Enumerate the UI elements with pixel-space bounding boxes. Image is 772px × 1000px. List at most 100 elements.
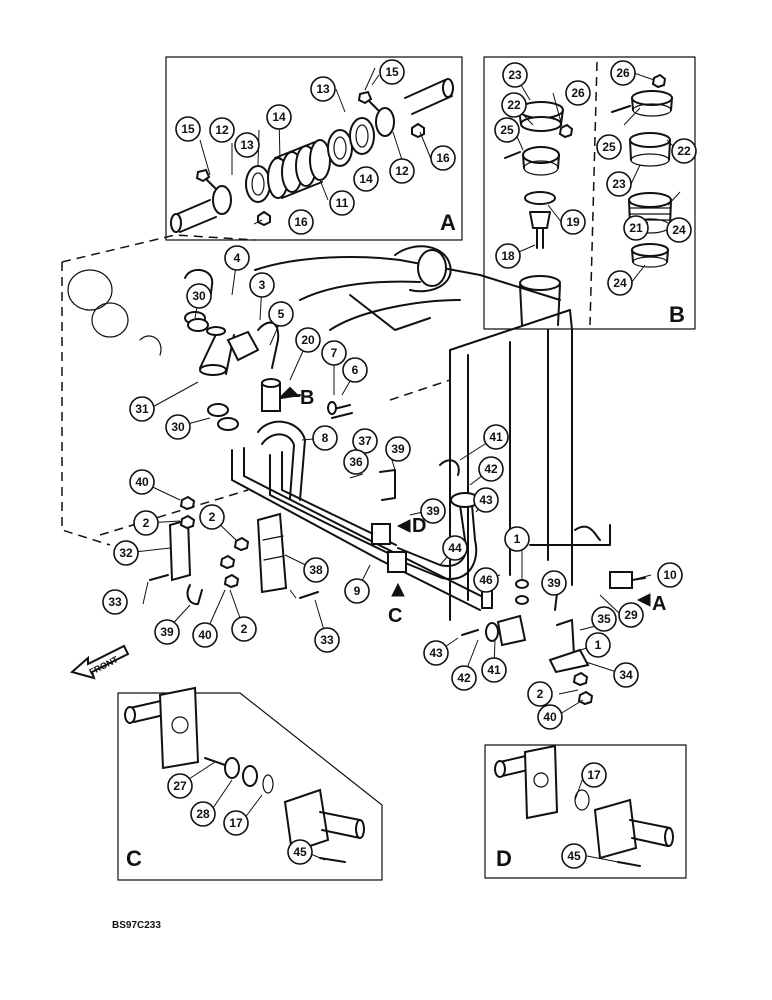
callout-number: 43 (479, 493, 493, 507)
callout-number: 24 (613, 276, 627, 290)
part-callout-24: 24 (666, 217, 692, 243)
callout-circle (379, 59, 405, 85)
callout-number: 46 (479, 573, 493, 587)
part-callout-27: 27 (167, 773, 193, 799)
callout-circle (494, 117, 520, 143)
part-callout-2: 2 (199, 504, 225, 530)
callout-circle (310, 76, 336, 102)
callout-number: 39 (547, 576, 561, 590)
part-callout-9: 9 (344, 578, 370, 604)
part-callout-41: 41 (481, 657, 507, 683)
part-callout-13: 13 (310, 76, 336, 102)
part-callout-16: 16 (430, 145, 456, 171)
part-callout-40: 40 (537, 704, 563, 730)
callout-circle (596, 134, 622, 160)
part-callout-41: 41 (483, 424, 509, 450)
callout-circle (591, 606, 617, 632)
callout-circle (442, 535, 468, 561)
part-callout-34: 34 (613, 662, 639, 688)
callout-circle (607, 270, 633, 296)
callout-number: 24 (672, 223, 686, 237)
part-callout-3: 3 (249, 272, 275, 298)
callout-number: 20 (301, 333, 315, 347)
callout-circle (266, 104, 292, 130)
callout-number: 2 (209, 510, 216, 524)
callout-number: 39 (391, 442, 405, 456)
callout-number: 41 (489, 430, 503, 444)
callout-number: 40 (543, 710, 557, 724)
part-callout-13: 13 (234, 132, 260, 158)
callout-circle (342, 357, 368, 383)
callout-circle (478, 456, 504, 482)
callout-circle (451, 665, 477, 691)
part-callout-39: 39 (385, 436, 411, 462)
leader-lines (125, 67, 681, 863)
callout-number: 2 (241, 622, 248, 636)
view-c-letter: C (126, 846, 142, 871)
callout-number: 33 (108, 595, 122, 609)
callout-circle (353, 166, 379, 192)
callout-circle (618, 602, 644, 628)
callout-number: 40 (135, 475, 149, 489)
part-callout-1: 1 (504, 526, 530, 552)
part-callout-35: 35 (591, 606, 617, 632)
callout-number: 2 (537, 687, 544, 701)
part-callout-15: 15 (175, 116, 201, 142)
callout-number: 35 (597, 612, 611, 626)
part-callout-45: 45 (561, 843, 587, 869)
callout-circle (389, 158, 415, 184)
part-callout-25: 25 (596, 134, 622, 160)
view-a-arrow-letter: A (652, 593, 666, 615)
part-callout-26: 26 (610, 60, 636, 86)
callout-number: 31 (135, 402, 149, 416)
callout-circle (129, 396, 155, 422)
callout-number: 45 (567, 849, 581, 863)
view-b-letter: B (669, 302, 685, 327)
callout-circle (209, 117, 235, 143)
callout-circle (613, 662, 639, 688)
part-callout-16: 16 (288, 209, 314, 235)
part-callout-39: 39 (154, 619, 180, 645)
callout-circle (501, 92, 527, 118)
callout-number: 32 (119, 546, 133, 560)
part-callout-29: 29 (618, 602, 644, 628)
callout-number: 23 (508, 68, 522, 82)
callout-number: 12 (395, 164, 409, 178)
callout-number: 1 (595, 638, 602, 652)
part-callout-2: 2 (527, 681, 553, 707)
detail-view-b: B (483, 56, 696, 330)
callout-circle (190, 801, 216, 827)
callout-number: 36 (349, 455, 363, 469)
part-callout-43: 43 (473, 487, 499, 513)
callout-number: 14 (359, 172, 373, 186)
front-arrow: FRONT (69, 644, 130, 680)
part-callout-19: 19 (560, 209, 586, 235)
callout-number: 42 (484, 462, 498, 476)
part-callout-7: 7 (321, 340, 347, 366)
callout-number: 6 (352, 363, 359, 377)
callout-number: 43 (429, 646, 443, 660)
callout-circle (223, 810, 249, 836)
callout-circle (234, 132, 260, 158)
callout-circle (165, 414, 191, 440)
part-callout-12: 12 (209, 117, 235, 143)
callout-circle (610, 60, 636, 86)
callout-number: 39 (426, 504, 440, 518)
callout-number: 17 (229, 816, 243, 830)
callout-circle (581, 762, 607, 788)
callout-number: 42 (457, 671, 471, 685)
part-callout-2: 2 (231, 616, 257, 642)
callout-circle (268, 301, 294, 327)
part-callout-45: 45 (287, 839, 313, 865)
callout-number: 4 (234, 251, 241, 265)
view-d-arrow-letter: D (412, 515, 426, 537)
part-callout-33: 33 (314, 627, 340, 653)
callout-number: 13 (316, 82, 330, 96)
callout-circle (483, 424, 509, 450)
callout-circle (329, 190, 355, 216)
callout-number: 1 (514, 532, 521, 546)
part-callout-42: 42 (451, 665, 477, 691)
callout-circle (541, 570, 567, 596)
